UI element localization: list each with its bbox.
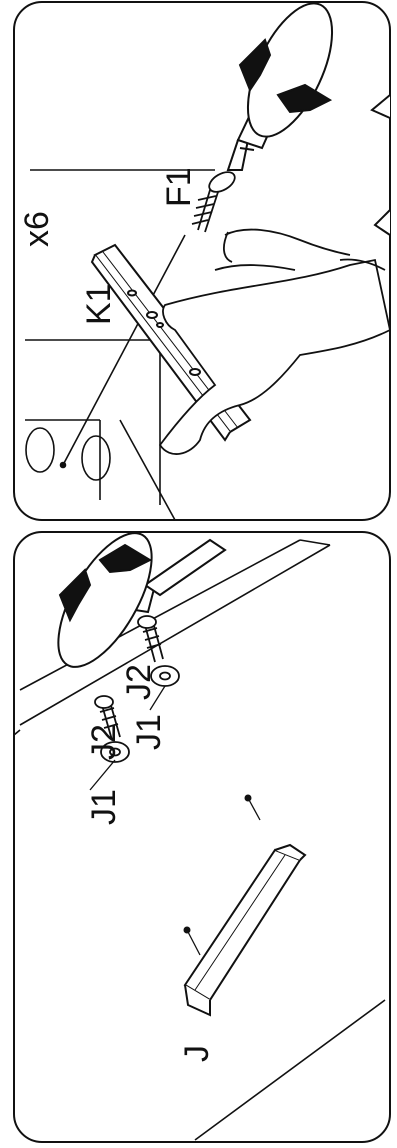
multiplier-label: x6	[18, 211, 56, 247]
part-label-j: J	[178, 1045, 216, 1062]
panel-handle-fixing: J2 J1 J2 J1 J	[14, 519, 390, 1142]
part-label-j1-left: J1	[85, 789, 123, 825]
part-label-j2-left: J2	[85, 724, 123, 760]
panel-runner-fixing: x6 F1 K1	[14, 0, 390, 520]
panel-frame	[14, 2, 390, 520]
part-label-j1-right: J1	[130, 714, 168, 750]
part-label-k1: K1	[80, 283, 118, 325]
part-label-j2-right: J2	[120, 664, 158, 700]
part-label-f1: F1	[160, 167, 198, 207]
